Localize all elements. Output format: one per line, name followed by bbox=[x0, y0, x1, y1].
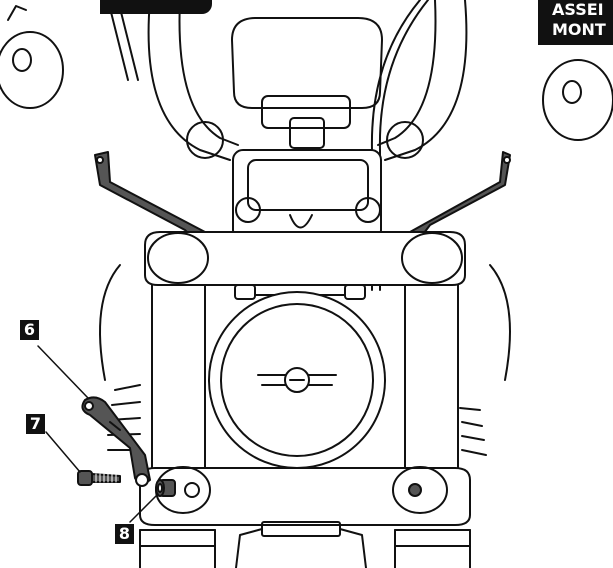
brake-line bbox=[235, 521, 367, 568]
part-7-screw bbox=[77, 470, 121, 486]
lower-triple-clamp bbox=[139, 466, 471, 568]
gauge-housing bbox=[231, 17, 383, 149]
control-cable bbox=[370, 0, 429, 291]
upper-triple-clamp bbox=[99, 231, 511, 381]
callout-8: 8 bbox=[115, 524, 134, 544]
right-turn-signal bbox=[542, 59, 613, 141]
headlight bbox=[208, 291, 386, 469]
header-banner-left bbox=[100, 0, 212, 14]
banner-line-2: MONT bbox=[552, 20, 606, 39]
left-turn-signal bbox=[0, 0, 139, 109]
handlebar bbox=[147, 0, 468, 161]
part-6-bracket bbox=[81, 396, 151, 487]
part-8-spacer bbox=[155, 479, 176, 497]
fork-tubes bbox=[151, 284, 459, 471]
header-banner-right: ASSEI MONT bbox=[538, 0, 613, 45]
callout-7: 7 bbox=[26, 414, 45, 434]
banner-line-1: ASSEI bbox=[552, 0, 604, 19]
top-clamp bbox=[232, 149, 382, 241]
callout-leaders bbox=[37, 345, 159, 523]
callout-6: 6 bbox=[20, 320, 39, 340]
engine-fins bbox=[107, 384, 487, 456]
